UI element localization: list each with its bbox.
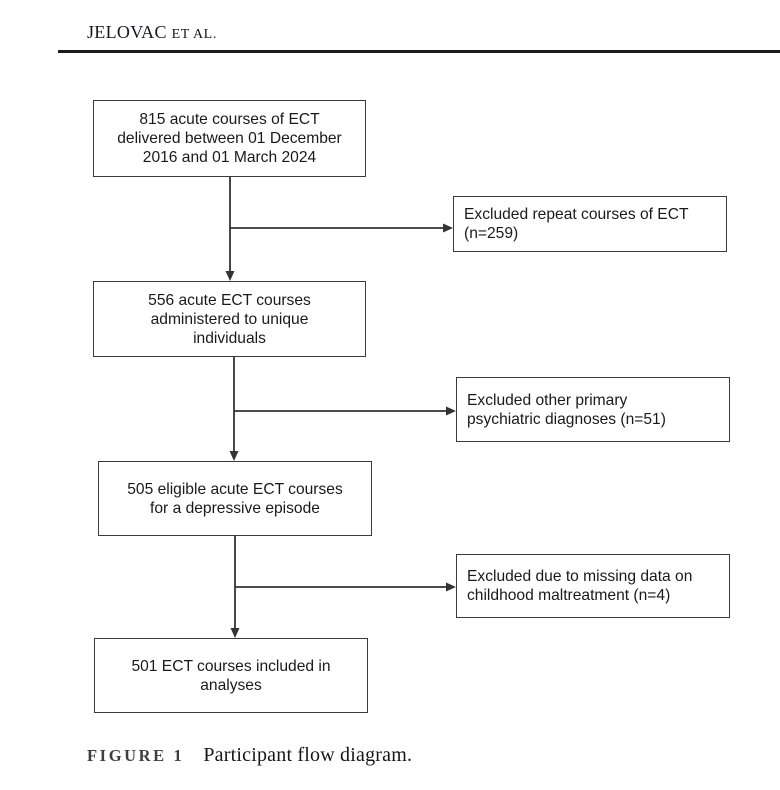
flow-box-excluded-repeat-courses: Excluded repeat courses of ECT (n=259): [453, 196, 727, 252]
flow-box-unique-individuals-text: 556 acute ECT courses administered to un…: [148, 291, 311, 347]
arrowhead-right-2: [446, 406, 456, 416]
header-rule: [58, 50, 780, 53]
running-head: JELOVAC ET AL.: [87, 22, 217, 43]
figure-caption-text: Participant flow diagram.: [203, 744, 413, 766]
arrowhead-down-3: [230, 628, 240, 638]
arrowhead-right-3: [446, 582, 456, 592]
figure-caption-label: FIGURE 1: [87, 746, 185, 765]
flow-box-eligible-courses-text: 505 eligible acute ECT courses for a dep…: [127, 480, 343, 517]
flow-box-included-analyses: 501 ECT courses included in analyses: [94, 638, 368, 713]
flow-box-excluded-other-diagnoses-text: Excluded other primary psychiatric diagn…: [467, 391, 666, 428]
flow-box-total-courses: 815 acute courses of ECT delivered betwe…: [93, 100, 366, 177]
arrowhead-down-1: [225, 271, 235, 281]
flow-box-eligible-courses: 505 eligible acute ECT courses for a dep…: [98, 461, 372, 536]
flow-box-unique-individuals: 556 acute ECT courses administered to un…: [93, 281, 366, 357]
arrowhead-right-1: [443, 223, 453, 233]
flow-box-excluded-other-diagnoses: Excluded other primary psychiatric diagn…: [456, 377, 730, 442]
flow-box-total-courses-text: 815 acute courses of ECT delivered betwe…: [117, 111, 342, 166]
running-head-etal: ET AL.: [171, 27, 217, 42]
flow-box-included-analyses-text: 501 ECT courses included in analyses: [131, 657, 331, 694]
arrowhead-down-2: [229, 451, 239, 461]
flow-box-excluded-missing-data: Excluded due to missing data on childhoo…: [456, 554, 730, 618]
flow-box-excluded-repeat-courses-text: Excluded repeat courses of ECT (n=259): [464, 206, 689, 242]
running-head-author: JELOVAC: [87, 22, 167, 42]
figure-caption: FIGURE 1 Participant flow diagram.: [87, 744, 412, 767]
flow-box-excluded-missing-data-text: Excluded due to missing data on childhoo…: [467, 568, 693, 604]
